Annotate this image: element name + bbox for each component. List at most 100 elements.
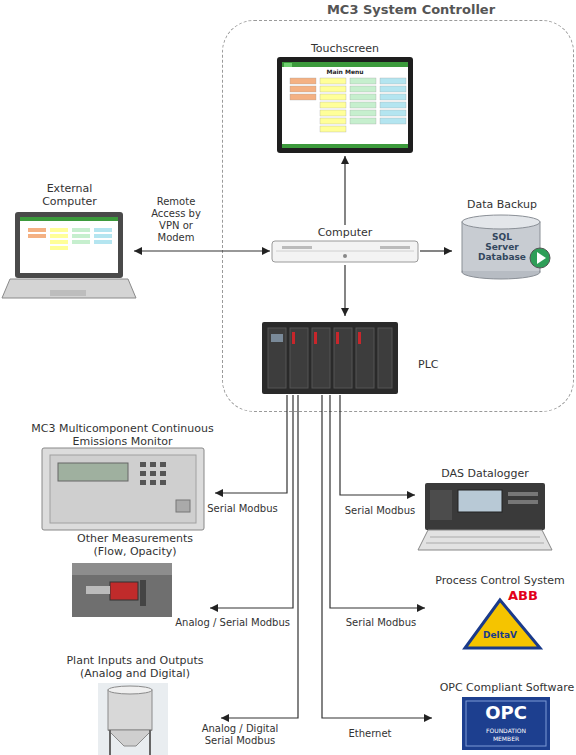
database-image-part [537,252,546,264]
logo-text: FOUNDATION [462,727,550,735]
connector-arrow [420,250,452,251]
emissions-monitor-image-part [58,463,128,481]
computer-image-part [276,251,414,252]
connector-arrow [221,395,298,718]
datalogger-image-part [430,490,452,520]
plant-silo-image-part [149,730,151,755]
laptop-image-part [94,228,112,232]
touchscreen-image-part [350,110,376,116]
laptop-image-part [15,212,123,278]
datalogger-image-part [426,543,544,544]
touchscreen-image-part [350,102,376,108]
opc-software-box: OPC Compliant Software [432,680,576,752]
database-image [462,215,550,279]
system-controller-group: MC3 System ControllerTouchscreenComputer… [222,20,574,412]
emissions-monitor-image-part [160,480,166,485]
emissions-monitor-image-part [150,471,156,476]
laptop-image-part [94,240,112,244]
opc-logo-part [466,701,546,746]
touchscreen-image-part [277,57,413,153]
touchscreen-image-part [282,144,408,148]
flow-opacity-image-part [110,582,138,600]
flow-opacity-image-part [72,563,172,575]
plc-image-part [262,322,398,394]
node-label: DAS Datalogger [415,467,555,480]
laptop-image-part [72,234,90,238]
node-label: MC3 Multicomponent Continuous Emissions … [30,422,215,448]
logo-text: MEMBER [462,735,550,743]
touchscreen-image-part [380,110,406,116]
plant-io-box: Plant Inputs and Outputs (Analog and Dig… [49,652,221,755]
touchscreen-image-part [320,78,346,84]
node-label: Touchscreen [275,42,415,55]
laptop-image-part [50,246,68,250]
plc-image-part [271,334,283,342]
process-control-box: Process Control System [425,572,575,652]
plant-silo-image-part [108,686,152,694]
plant-silo-image-part [108,690,152,730]
plc-image-part [268,328,286,388]
screen-title: Main Menu [282,68,408,76]
plant-silo-image-part [109,730,111,755]
datalogger-box: DAS Datalogger [415,464,555,552]
touchscreen-image-part [380,86,406,92]
logo-text: OPC [462,703,550,723]
touchscreen-image-part [380,102,406,108]
emissions-monitor-image-part [160,462,166,467]
emissions-monitor-image-part [150,480,156,485]
opc-logo-part [462,697,550,750]
connector-label: Serial Modbus [340,505,420,517]
emissions-monitor-image-part [42,448,204,530]
plc-image-part [292,332,295,344]
touchscreen-image-part [350,86,376,92]
touchscreen-image-part [320,102,346,108]
node-label: Data Backup [452,198,552,211]
connector-arrow [134,250,270,251]
connector-label: Remote Access by VPN or Modem [145,196,207,244]
laptop-image-part [72,228,90,232]
touchscreen-image [277,57,413,153]
node-label: OPC Compliant Software [432,681,576,694]
plc-image [262,322,398,394]
connector-arrow [344,265,345,316]
touchscreen-image-part [350,118,376,124]
laptop-image-part [50,228,68,232]
plant-silo-image-part [108,730,152,746]
touchscreen-image-part [380,94,406,100]
plant-silo-image [98,683,168,755]
emissions-monitor-image-part [140,471,146,476]
database-image-part [462,215,540,229]
emissions-monitor-box: MC3 Multicomponent Continuous Emissions … [30,420,215,532]
plc-image-part [290,328,308,388]
connector-label: Ethernet [330,728,410,740]
emissions-monitor-image-part [140,480,146,485]
connector-arrow [344,156,345,225]
connector-label: Serial Modbus [200,503,285,515]
connector-arrow [210,395,293,608]
process-control-logo-part [465,600,540,648]
node-label: Computer [270,226,420,239]
laptop-image-part [28,234,46,238]
connector-label: Analog / Serial Modbus [150,617,290,629]
database-image-part [530,248,550,268]
touchscreen-image-part [320,118,346,124]
touchscreen-image-part [320,110,346,116]
computer-image-part [380,246,410,249]
process-control-logo-part [462,588,542,650]
emissions-monitor-image-part [160,471,166,476]
opc-logo [462,697,550,750]
laptop-image-part [94,234,112,238]
emissions-monitor-image-part [150,462,156,467]
node-label: PLC [418,358,448,371]
connector-arrow [215,395,287,493]
computer-box: Computer [270,225,420,265]
plant-silo-image-part [98,683,168,755]
datalogger-image-part [418,530,552,550]
touchscreen-box: Touchscreen [275,40,415,156]
plc-image-part [312,328,330,388]
touchscreen-image-part [320,126,346,132]
laptop-image-part [50,290,86,296]
